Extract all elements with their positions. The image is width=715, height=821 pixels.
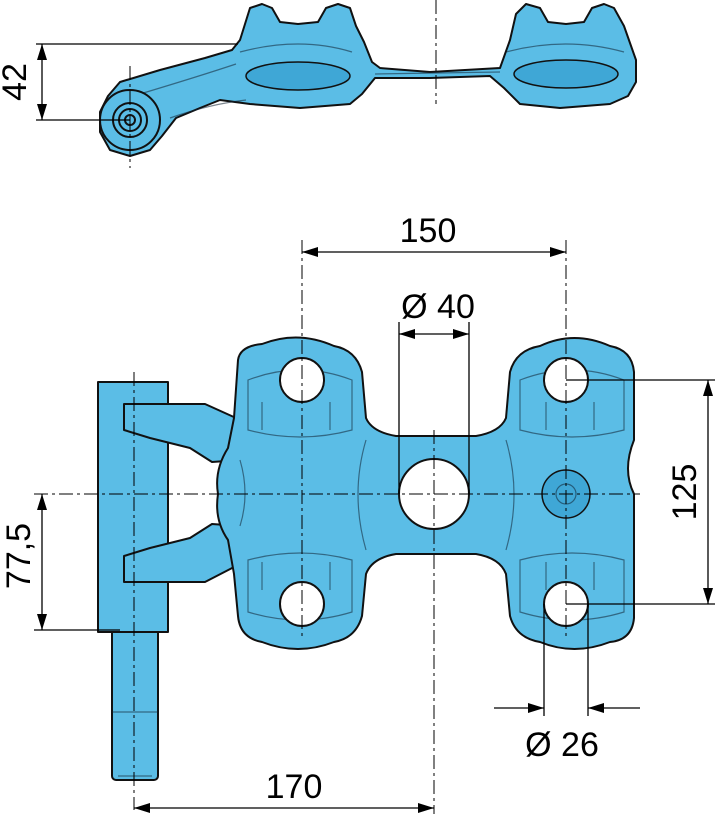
dim-label-77-5: 77,5: [0, 523, 38, 589]
front-view-part: [97, 336, 635, 781]
top-view-part: [99, 3, 637, 157]
dim-label-170: 170: [266, 768, 323, 806]
dim-label-d26: Ø 26: [525, 726, 599, 764]
dim-label-d40: Ø 40: [401, 288, 475, 326]
dim-label-150: 150: [400, 212, 457, 250]
dim-label-42: 42: [0, 63, 34, 101]
dim-label-125: 125: [666, 464, 704, 521]
pin-shaft: [111, 619, 159, 781]
